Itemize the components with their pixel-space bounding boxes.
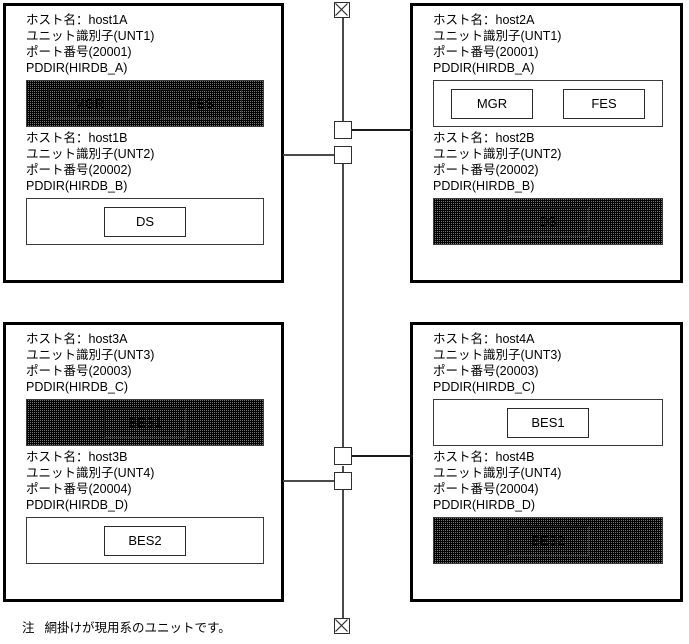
unit-components-row: DS bbox=[434, 199, 662, 244]
bus-terminator-top-icon bbox=[334, 2, 350, 18]
pddir-line: PDDIR(HIRDB_A) bbox=[26, 61, 128, 75]
unit-identifier-line: ユニット識別子(UNT2) bbox=[433, 147, 562, 161]
pddir-line: PDDIR(HIRDB_A) bbox=[433, 61, 535, 75]
unit-identifier-line: ユニット識別子(UNT1) bbox=[26, 29, 155, 43]
connector-top-left-branch bbox=[334, 146, 352, 164]
unit-box-active: MGR FES bbox=[26, 80, 264, 127]
pddir-line: PDDIR(HIRDB_B) bbox=[433, 179, 535, 193]
unit-box-active: BES1 bbox=[26, 399, 264, 446]
port-number-line: ポート番号(20001) bbox=[26, 45, 132, 59]
component-bes2: BES2 bbox=[104, 525, 186, 556]
bus-branch-bottom-left bbox=[283, 480, 335, 482]
unit-identifier-line: ユニット識別子(UNT3) bbox=[26, 348, 155, 362]
host-info-block: ホスト名：host2A ユニット識別子(UNT1) ポート番号(20001) P… bbox=[433, 12, 663, 76]
component-bes2: BES2 bbox=[507, 525, 589, 556]
component-fes: FES bbox=[563, 88, 645, 119]
bus-terminator-bottom-icon bbox=[334, 618, 350, 634]
host-info-block: ホスト名：host4A ユニット識別子(UNT3) ポート番号(20003) P… bbox=[433, 331, 663, 395]
pddir-line: PDDIR(HIRDB_D) bbox=[433, 498, 536, 512]
panel-content-bottom-right: ホスト名：host4A ユニット識別子(UNT3) ポート番号(20003) P… bbox=[433, 331, 663, 564]
host-info-block: ホスト名：host1A ユニット識別子(UNT1) ポート番号(20001) P… bbox=[26, 12, 264, 76]
host-info-block: ホスト名：host3B ユニット識別子(UNT4) ポート番号(20004) P… bbox=[26, 449, 264, 513]
bus-vertical-line-top bbox=[342, 18, 344, 130]
host-name-line: ホスト名：host4B bbox=[433, 450, 535, 464]
host-info-block: ホスト名：host3A ユニット識別子(UNT3) ポート番号(20003) P… bbox=[26, 331, 264, 395]
component-ds: DS bbox=[104, 206, 186, 237]
host-panel-bottom-right: ホスト名：host4A ユニット識別子(UNT3) ポート番号(20003) P… bbox=[410, 322, 683, 602]
bus-branch-top-right bbox=[352, 129, 413, 131]
host-name-line: ホスト名：host4A bbox=[433, 332, 535, 346]
port-number-line: ポート番号(20004) bbox=[26, 482, 132, 496]
unit-box-standby: DS bbox=[26, 198, 264, 245]
component-mgr: MGR bbox=[48, 88, 130, 119]
port-number-line: ポート番号(20003) bbox=[26, 364, 132, 378]
host-name-line: ホスト名：host2A bbox=[433, 13, 535, 27]
unit-components-row: MGR FES bbox=[27, 81, 263, 126]
unit-components-row: BES2 bbox=[27, 518, 263, 563]
pddir-line: PDDIR(HIRDB_C) bbox=[433, 380, 536, 394]
host-name-line: ホスト名：host2B bbox=[433, 131, 535, 145]
host-info-block: ホスト名：host1B ユニット識別子(UNT2) ポート番号(20002) P… bbox=[26, 130, 264, 194]
connector-top-right-branch bbox=[334, 121, 352, 139]
unit-identifier-line: ユニット識別子(UNT2) bbox=[26, 147, 155, 161]
host-info-block: ホスト名：host4B ユニット識別子(UNT4) ポート番号(20004) P… bbox=[433, 449, 663, 513]
port-number-line: ポート番号(20003) bbox=[433, 364, 539, 378]
host-name-line: ホスト名：host3B bbox=[26, 450, 128, 464]
panel-content-top-left: ホスト名：host1A ユニット識別子(UNT1) ポート番号(20001) P… bbox=[26, 12, 264, 245]
unit-components-row: DS bbox=[27, 199, 263, 244]
unit-components-row: BES2 bbox=[434, 518, 662, 563]
port-number-line: ポート番号(20002) bbox=[26, 163, 132, 177]
port-number-line: ポート番号(20002) bbox=[433, 163, 539, 177]
port-number-line: ポート番号(20001) bbox=[433, 45, 539, 59]
footnote-text: 網掛けが現用系のユニットです。 bbox=[44, 621, 231, 635]
bus-vertical-line-middle bbox=[342, 148, 344, 448]
pddir-line: PDDIR(HIRDB_B) bbox=[26, 179, 128, 193]
connector-bottom-right-branch bbox=[334, 447, 352, 465]
bus-vertical-line-bottom bbox=[342, 466, 344, 618]
unit-box-active: DS bbox=[433, 198, 663, 245]
panel-content-top-right: ホスト名：host2A ユニット識別子(UNT1) ポート番号(20001) P… bbox=[433, 12, 663, 245]
host-panel-top-right: ホスト名：host2A ユニット識別子(UNT1) ポート番号(20001) P… bbox=[410, 3, 683, 283]
pddir-line: PDDIR(HIRDB_D) bbox=[26, 498, 129, 512]
bus-branch-bottom-right bbox=[352, 455, 413, 457]
port-number-line: ポート番号(20004) bbox=[433, 482, 539, 496]
unit-identifier-line: ユニット識別子(UNT3) bbox=[433, 348, 562, 362]
host-panel-bottom-left: ホスト名：host3A ユニット識別子(UNT3) ポート番号(20003) P… bbox=[3, 322, 284, 602]
unit-box-standby: BES2 bbox=[26, 517, 264, 564]
unit-identifier-line: ユニット識別子(UNT1) bbox=[433, 29, 562, 43]
component-bes1: BES1 bbox=[507, 407, 589, 438]
unit-box-standby: BES1 bbox=[433, 399, 663, 446]
host-name-line: ホスト名：host1B bbox=[26, 131, 128, 145]
bus-branch-top-left bbox=[283, 154, 335, 156]
unit-components-row: BES1 bbox=[434, 400, 662, 445]
pddir-line: PDDIR(HIRDB_C) bbox=[26, 380, 129, 394]
connector-bottom-left-branch bbox=[334, 472, 352, 490]
footnote-marker: 注 bbox=[22, 621, 35, 635]
component-bes1: BES1 bbox=[104, 407, 186, 438]
unit-box-active: BES2 bbox=[433, 517, 663, 564]
host-name-line: ホスト名：host3A bbox=[26, 332, 128, 346]
component-ds: DS bbox=[507, 206, 589, 237]
unit-identifier-line: ユニット識別子(UNT4) bbox=[26, 466, 155, 480]
footnote: 注網掛けが現用系のユニットです。 bbox=[22, 620, 231, 636]
unit-box-standby: MGR FES bbox=[433, 80, 663, 127]
host-name-line: ホスト名：host1A bbox=[26, 13, 128, 27]
host-panel-top-left: ホスト名：host1A ユニット識別子(UNT1) ポート番号(20001) P… bbox=[3, 3, 284, 283]
component-fes: FES bbox=[160, 88, 242, 119]
panel-content-bottom-left: ホスト名：host3A ユニット識別子(UNT3) ポート番号(20003) P… bbox=[26, 331, 264, 564]
unit-identifier-line: ユニット識別子(UNT4) bbox=[433, 466, 562, 480]
host-info-block: ホスト名：host2B ユニット識別子(UNT2) ポート番号(20002) P… bbox=[433, 130, 663, 194]
unit-components-row: MGR FES bbox=[434, 81, 662, 126]
component-mgr: MGR bbox=[451, 88, 533, 119]
unit-components-row: BES1 bbox=[27, 400, 263, 445]
